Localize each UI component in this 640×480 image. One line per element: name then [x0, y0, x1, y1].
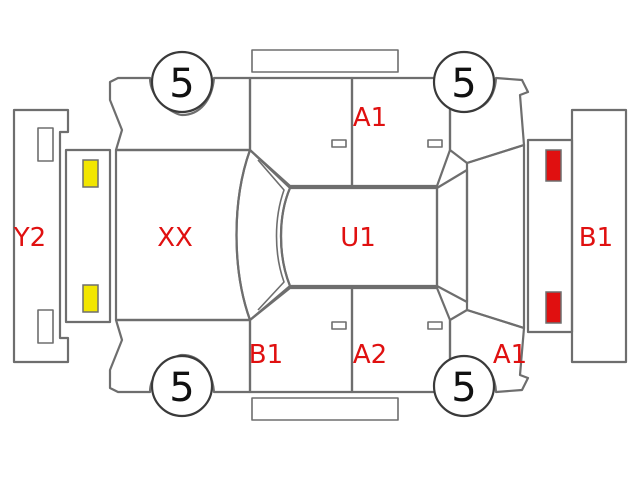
- tire-left-rear: 5: [432, 354, 496, 418]
- left-rear-handle: [427, 321, 443, 330]
- headlight-panel: [64, 148, 112, 324]
- roof-panel: [279, 186, 439, 288]
- windshield-inner: [257, 159, 285, 311]
- right-front-handle: [331, 139, 347, 148]
- tire-left-front: 5: [150, 354, 214, 418]
- code-hood: XX: [157, 223, 193, 253]
- left-front-handle: [331, 321, 347, 330]
- rear-deck: [465, 143, 526, 330]
- taillight-bottom: [545, 291, 562, 324]
- code-roof: U1: [340, 223, 376, 253]
- right-front-door: [248, 76, 354, 188]
- front-bumper: [12, 108, 70, 364]
- left-front-door: [248, 286, 354, 394]
- left-side-molding: [251, 397, 399, 421]
- tire-right-rear-depth: 5: [451, 61, 476, 107]
- tire-right-rear: 5: [432, 50, 496, 114]
- code-rear: B1: [579, 223, 613, 253]
- front-bumper-slot-bottom: [37, 309, 54, 344]
- tire-left-rear-depth: 5: [451, 365, 476, 411]
- rear-window: [435, 168, 469, 304]
- tire-left-front-depth: 5: [169, 365, 194, 411]
- code-left-front-door: A2: [353, 340, 387, 370]
- front-bumper-slot-top: [37, 127, 54, 162]
- code-right-front-door: A1: [353, 103, 387, 133]
- taillight-top: [545, 149, 562, 182]
- tire-right-front-depth: 5: [169, 61, 194, 107]
- headlight-bottom: [82, 284, 99, 313]
- right-rear-handle: [427, 139, 443, 148]
- right-side-molding: [251, 49, 399, 73]
- tire-right-front: 5: [150, 50, 214, 114]
- code-left-rear-fender: A1: [493, 340, 527, 370]
- code-left-front-pillar: B1: [249, 340, 283, 370]
- headlight-top: [82, 159, 99, 188]
- rear-bumper: [570, 108, 628, 364]
- code-front-bumper: Y2: [13, 223, 46, 253]
